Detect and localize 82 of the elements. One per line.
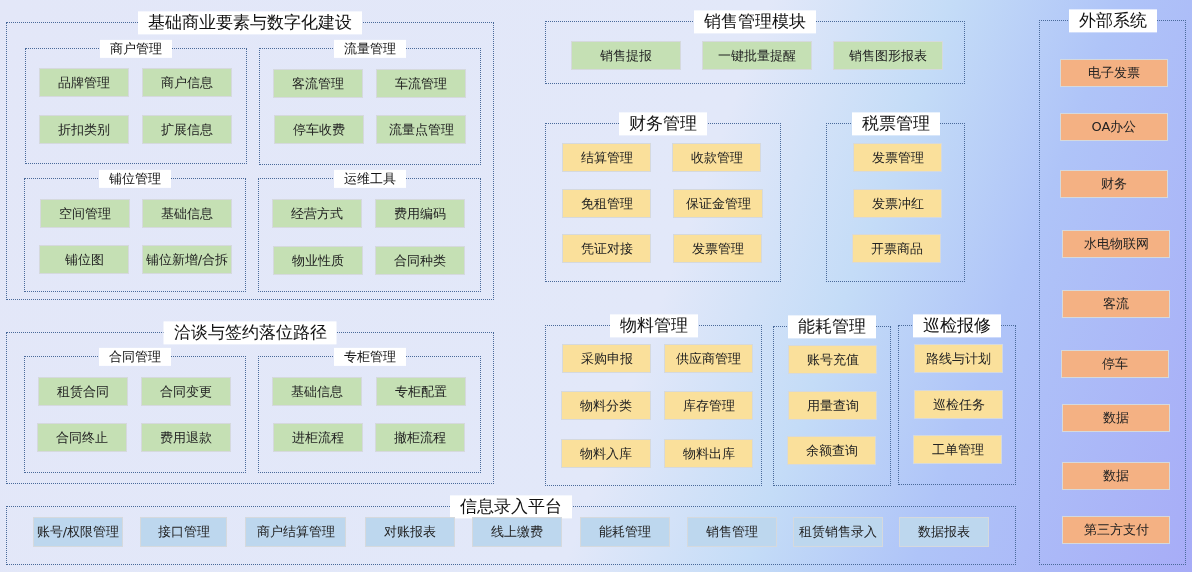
feature-box: 铺位新增/合拆 [142,245,232,274]
group-title: 基础商业要素与数字化建设 [138,11,362,35]
feature-box: 发票管理 [853,143,942,172]
feature-box: 数据报表 [899,517,989,547]
feature-box: 采购申报 [562,344,651,373]
feature-box: 财务 [1060,170,1168,198]
group-title: 运维工具 [333,169,406,189]
group-title: 巡检报修 [913,314,1001,338]
feature-box: 巡检任务 [914,390,1003,419]
feature-box: 合同变更 [141,377,231,406]
feature-box: 结算管理 [562,143,651,172]
group-title: 财务管理 [619,112,707,136]
feature-box: 空间管理 [40,199,130,228]
feature-box: 撤柜流程 [375,423,465,452]
feature-box: 库存管理 [664,391,753,420]
feature-box: 物料分类 [561,391,651,420]
feature-box: 接口管理 [140,517,227,547]
group-title: 合同管理 [99,347,171,367]
feature-box: 客流管理 [273,69,363,98]
feature-box: 进柜流程 [273,423,363,452]
feature-box: 费用编码 [375,199,465,228]
feature-box: 费用退款 [141,423,231,452]
feature-box: 流量点管理 [376,115,466,144]
feature-box: 合同终止 [37,423,127,452]
feature-box: 销售提报 [571,41,681,70]
feature-box: 车流管理 [376,69,466,98]
feature-box: 铺位图 [39,245,129,274]
feature-box: 一键批量提醒 [702,41,812,70]
group-title: 能耗管理 [788,315,876,339]
feature-box: 路线与计划 [914,344,1003,373]
feature-box: 能耗管理 [580,517,670,547]
group-title: 信息录入平台 [450,495,572,519]
feature-box: 租赁合同 [38,377,128,406]
group-title: 商户管理 [100,39,172,59]
feature-box: 扩展信息 [142,115,232,144]
feature-box: 水电物联网 [1062,230,1170,258]
feature-box: 停车 [1061,350,1169,378]
feature-box: 收款管理 [672,143,761,172]
feature-box: 基础信息 [272,377,362,406]
feature-box: 经营方式 [272,199,362,228]
group-title: 铺位管理 [99,169,171,189]
feature-box: 商户结算管理 [245,517,346,547]
group-title: 流量管理 [334,39,406,59]
feature-box: 专柜配置 [376,377,466,406]
feature-box: 合同种类 [375,246,465,275]
feature-box: 线上缴费 [472,517,562,547]
feature-box: 品牌管理 [39,68,129,97]
feature-box: 数据 [1062,404,1170,432]
feature-box: 发票冲红 [853,189,942,218]
feature-box: 销售管理 [687,517,777,547]
feature-box: 物料入库 [561,439,651,468]
feature-box: 销售图形报表 [833,41,943,70]
feature-box: 账号/权限管理 [33,517,123,547]
group-title: 洽谈与签约落位路径 [163,321,337,345]
feature-box: 客流 [1062,290,1170,318]
group-title: 销售管理模块 [694,10,816,34]
feature-box: 账号充值 [788,345,877,374]
feature-box: 物料出库 [664,439,753,468]
feature-box: 用量查询 [788,391,877,420]
feature-box: 凭证对接 [562,234,651,263]
feature-box: 保证金管理 [673,189,763,218]
feature-box: 供应商管理 [664,344,753,373]
group-title: 外部系统 [1068,9,1157,33]
group-title: 物料管理 [609,314,698,338]
feature-box: 折扣类别 [39,115,129,144]
group-title: 专柜管理 [333,347,406,367]
feature-box: 物业性质 [273,246,363,275]
feature-box: 电子发票 [1060,59,1168,87]
feature-box: 余额查询 [787,436,876,465]
feature-box: 工单管理 [913,435,1002,464]
feature-box: 对账报表 [365,517,455,547]
feature-box: 基础信息 [142,199,232,228]
group-title: 税票管理 [851,112,940,136]
feature-box: 数据 [1062,462,1170,490]
feature-box: 商户信息 [142,68,232,97]
feature-box: 租赁销售录入 [793,517,883,547]
feature-box: 停车收费 [274,115,364,144]
feature-box: 免租管理 [562,189,651,218]
feature-box: 第三方支付 [1062,516,1170,544]
feature-box: 发票管理 [673,234,762,263]
feature-box: 开票商品 [852,234,941,263]
feature-box: OA办公 [1060,113,1168,141]
